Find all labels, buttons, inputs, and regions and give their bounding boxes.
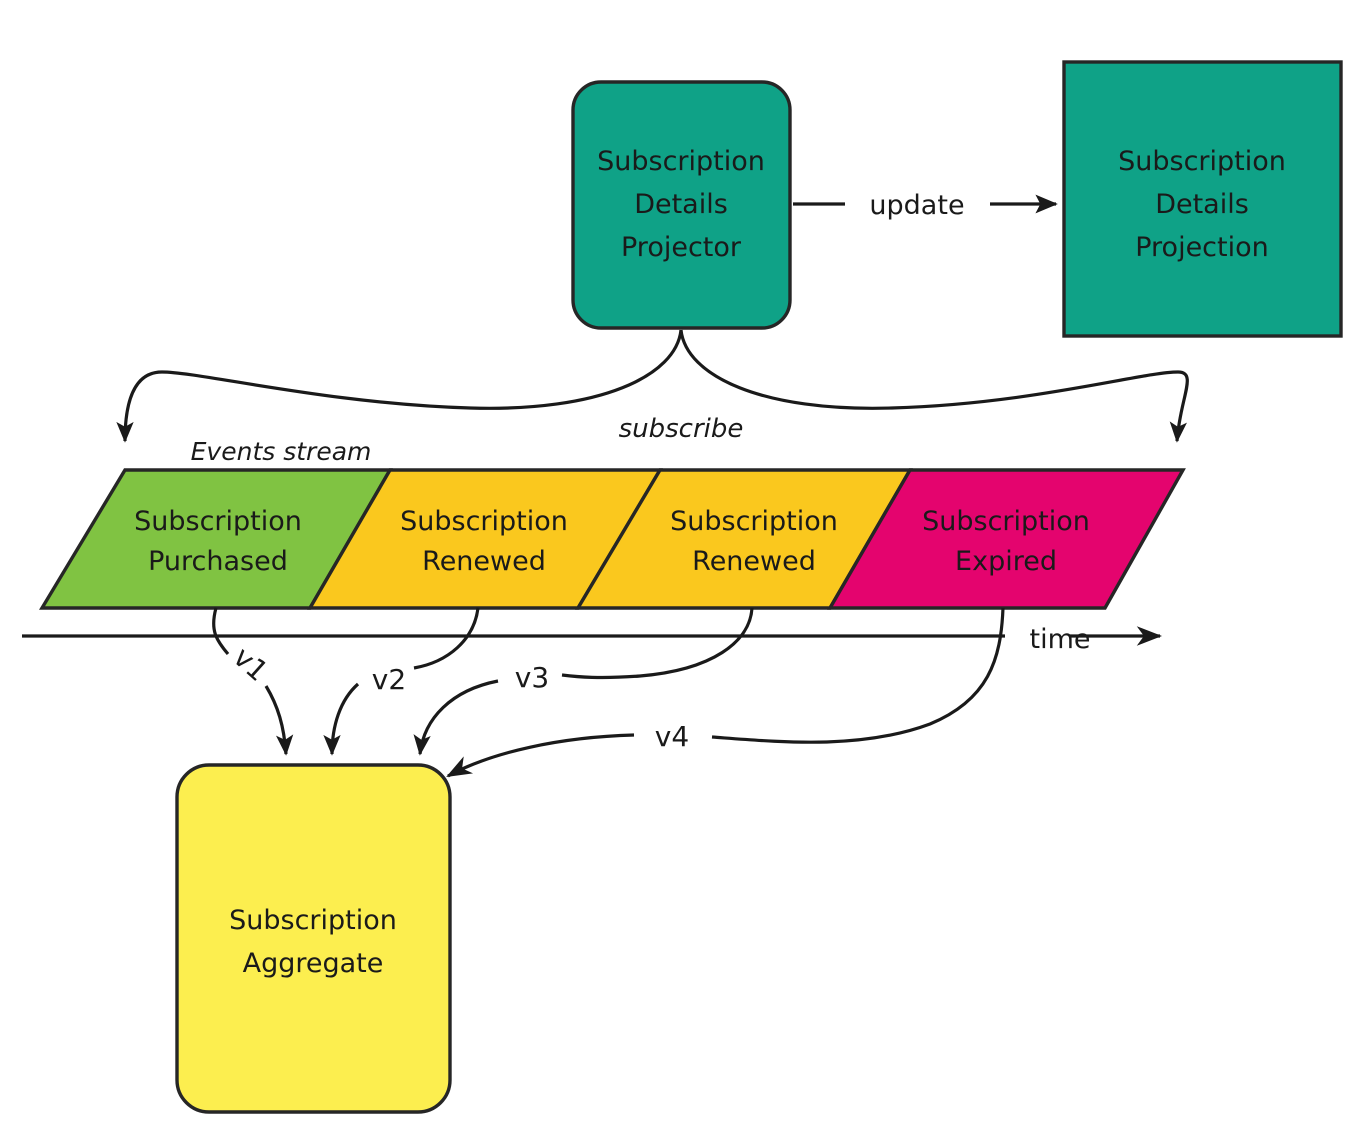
subscribe-curve-right xyxy=(679,329,1189,443)
v1-stem xyxy=(212,607,230,656)
v4-arrow xyxy=(446,733,635,778)
node-subscription-aggregate[interactable]: Subscription Aggregate xyxy=(175,763,452,1114)
edge-v1: v1 xyxy=(212,607,294,756)
stream-event-1[interactable]: Subscription Purchased xyxy=(38,468,393,610)
aggregate-label-line1: Subscription xyxy=(229,905,397,936)
event-3-label-line2: Renewed xyxy=(692,546,816,577)
event-1-label-line2: Purchased xyxy=(148,546,288,577)
projector-shape xyxy=(571,80,792,330)
events-stream-label: Events stream xyxy=(191,437,372,466)
update-label: update xyxy=(869,190,964,221)
v2-arrow xyxy=(323,682,360,756)
v1-arrow xyxy=(264,685,294,756)
projector-label-line2: Details xyxy=(634,189,728,220)
event-1-label-line1: Subscription xyxy=(134,506,302,537)
projection-label-line3: Projection xyxy=(1135,232,1269,263)
edge-v4: v4 xyxy=(446,607,1005,778)
v3-label: v3 xyxy=(515,661,549,694)
projector-label-line1: Subscription xyxy=(597,146,765,177)
event-2-label-line1: Subscription xyxy=(400,506,568,537)
time-axis: time xyxy=(22,624,1163,655)
stream-event-4[interactable]: Subscription Expired xyxy=(827,468,1186,610)
edge-v2: v2 xyxy=(323,607,480,756)
node-subscription-details-projector[interactable]: Subscription Details Projector xyxy=(571,80,792,330)
v2-stem xyxy=(413,607,480,670)
projector-label-line3: Projector xyxy=(621,232,742,263)
v2-label: v2 xyxy=(372,663,406,696)
projection-label-line2: Details xyxy=(1155,189,1249,220)
time-axis-label: time xyxy=(1029,624,1090,655)
aggregate-label-line2: Aggregate xyxy=(243,948,384,979)
v3-arrow xyxy=(413,679,499,756)
event-4-label-line2: Expired xyxy=(955,546,1057,577)
subscribe-curve-left xyxy=(116,329,683,443)
v1-label: v1 xyxy=(227,640,275,688)
edge-subscribe: subscribe xyxy=(116,329,1189,444)
events-stream: Subscription Purchased Subscription Rene… xyxy=(38,468,1186,610)
event-2-label-line2: Renewed xyxy=(422,546,546,577)
edge-update: update xyxy=(793,190,1058,221)
v4-label: v4 xyxy=(655,720,689,753)
subscribe-label: subscribe xyxy=(619,414,744,444)
aggregate-shape xyxy=(175,763,452,1114)
v4-stem xyxy=(711,607,1005,744)
event-3-label-line1: Subscription xyxy=(670,506,838,537)
event-4-shape xyxy=(827,468,1186,610)
projection-shape xyxy=(1062,60,1343,338)
projection-label-line1: Subscription xyxy=(1118,146,1286,177)
node-subscription-details-projection[interactable]: Subscription Details Projection xyxy=(1062,60,1343,338)
event-4-label-line1: Subscription xyxy=(922,506,1090,537)
v3-stem xyxy=(561,607,754,680)
edge-v3: v3 xyxy=(413,607,754,756)
